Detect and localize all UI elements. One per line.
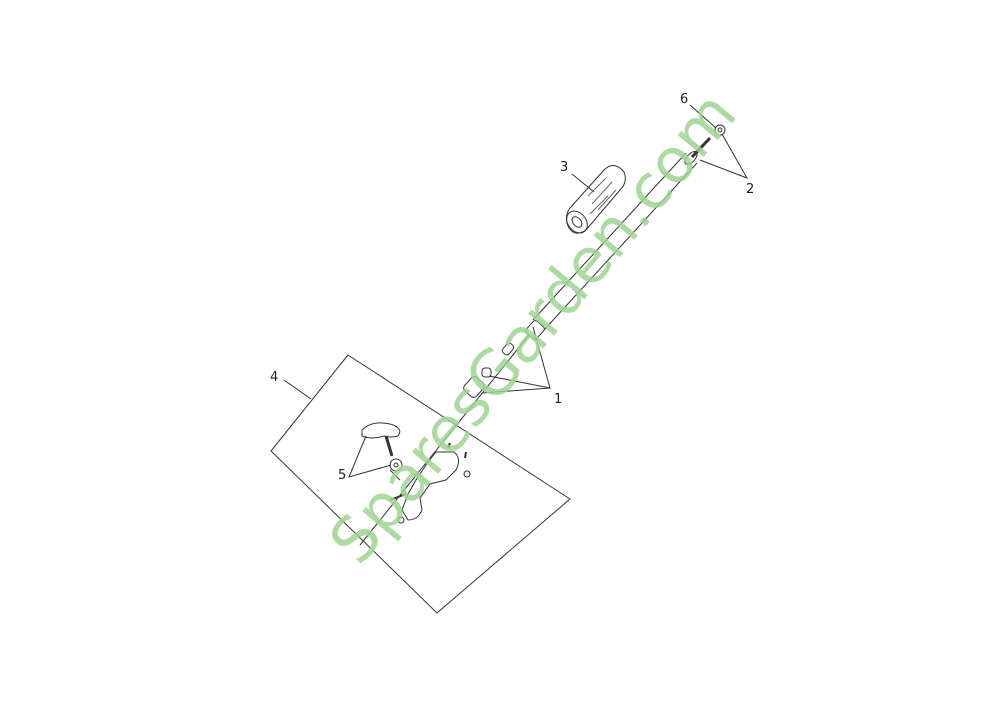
assembly-box [270, 354, 571, 614]
shaft-tube [359, 124, 726, 546]
knob-5 [361, 422, 403, 472]
leader-3 [571, 173, 595, 193]
callout-1: 1 [554, 392, 563, 407]
nut-6 [714, 124, 726, 136]
callout-2: 2 [746, 182, 755, 197]
leader-2 [699, 133, 749, 179]
callout-6: 6 [680, 92, 689, 107]
clamp-bracket [389, 442, 471, 524]
grip-3 [565, 165, 626, 234]
leader-5 [348, 435, 392, 478]
leader-6 [689, 104, 717, 129]
leader-4 [283, 379, 312, 400]
callout-4: 4 [270, 370, 279, 385]
bush-1 [463, 376, 485, 398]
callout-5: 5 [338, 468, 347, 483]
callout-3: 3 [560, 160, 569, 175]
